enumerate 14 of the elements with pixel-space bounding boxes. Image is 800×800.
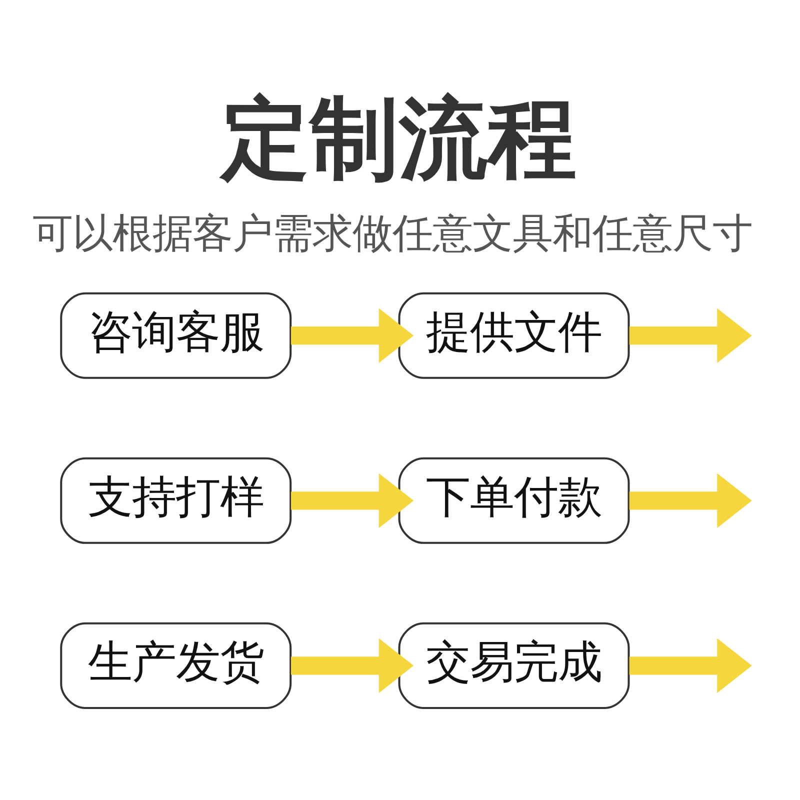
node-box: 交易完成	[398, 622, 630, 709]
arrow	[291, 308, 414, 363]
arrow	[629, 308, 752, 363]
arrow	[291, 638, 414, 694]
node-box: 提供文件	[398, 292, 630, 379]
diagram-title: 定制流程	[220, 86, 577, 190]
node-box: 下单付款	[398, 457, 630, 544]
node-box: 生产发货	[60, 622, 292, 709]
caption: 可以根据客户需求做任意文具和任意尺寸	[32, 211, 753, 258]
arrow	[629, 638, 752, 694]
node-box: 支持打样	[60, 457, 292, 544]
arrow	[291, 473, 414, 528]
node-box: 咨询客服	[60, 292, 292, 379]
arrow	[629, 473, 752, 528]
